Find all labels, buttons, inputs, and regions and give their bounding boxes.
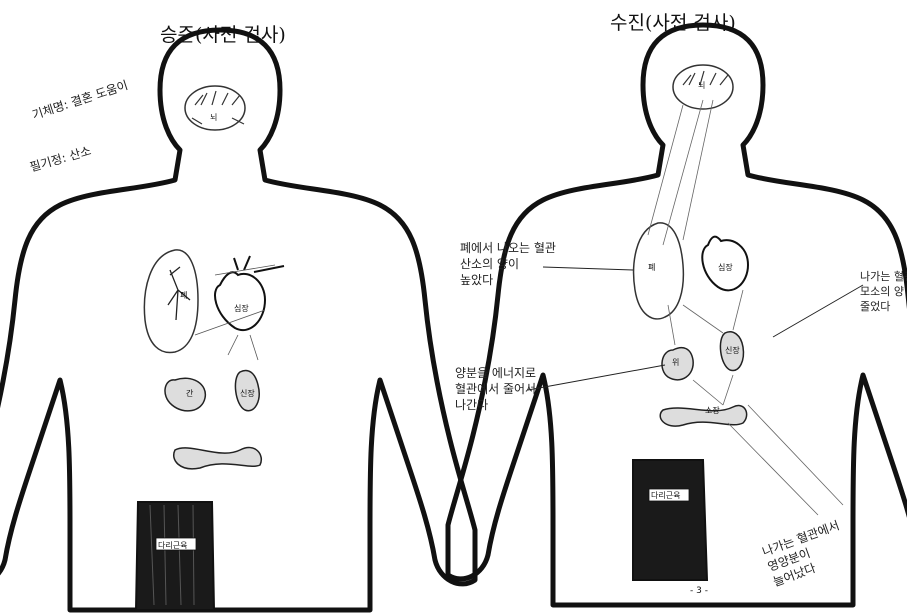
left-leg-muscle — [136, 502, 214, 610]
right-lung — [634, 223, 684, 319]
right-note-stomach: 양분을 에너지로 혈관에서 줄어서 나간다 — [455, 365, 536, 414]
right-body-figure — [448, 25, 907, 605]
right-heart-label: 심장 — [718, 262, 733, 273]
right-note-outflow-line-3: 줄었다 — [860, 300, 907, 315]
right-brain-label: 뇌 — [698, 80, 705, 91]
right-note-outflow-line-1: 나가는 혈관 — [860, 270, 907, 285]
right-leg-muscle — [633, 460, 707, 580]
right-stomach-label: 위 — [672, 357, 679, 368]
right-lung-label: 폐 — [648, 262, 655, 273]
page-number: - 3 - — [690, 586, 708, 596]
left-heart-label: 심장 — [234, 303, 249, 314]
right-small-intestine-label: 소장 — [705, 405, 720, 416]
right-kidney-label: 신장 — [725, 345, 740, 356]
right-note-stomach-line-1: 양분을 에너지로 — [455, 365, 536, 381]
right-note-stomach-line-2: 혈관에서 줄어서 — [455, 381, 536, 397]
left-brain-label: 뇌 — [210, 112, 217, 123]
left-leg-muscle-label: 다리근육 — [158, 540, 187, 551]
right-note-lung: 폐에서 나오는 혈관 산소의 양이 높았다 — [460, 240, 556, 289]
left-body-figure — [0, 30, 475, 610]
right-leg-muscle-label: 다리근육 — [651, 490, 680, 501]
right-small-intestine — [660, 406, 746, 427]
right-note-outflow-line-2: 모소의 양 — [860, 285, 907, 300]
left-intestine — [174, 448, 262, 469]
left-lung-label: 폐 — [180, 290, 187, 301]
right-note-lung-line-3: 높았다 — [460, 272, 556, 288]
left-panel-title: 승준(사전 검사) — [160, 20, 286, 47]
left-kidney-label: 신장 — [240, 388, 255, 399]
left-heart — [215, 272, 265, 330]
right-note-lung-line-2: 산소의 양이 — [460, 256, 556, 272]
left-liver-label: 간 — [186, 388, 193, 399]
right-panel-title: 수진(사전 검사) — [610, 8, 736, 35]
right-note-outflow: 나가는 혈관 모소의 양 줄었다 — [860, 270, 907, 315]
right-note-lung-line-1: 폐에서 나오는 혈관 — [460, 240, 556, 256]
right-note-stomach-line-3: 나간다 — [455, 397, 536, 413]
